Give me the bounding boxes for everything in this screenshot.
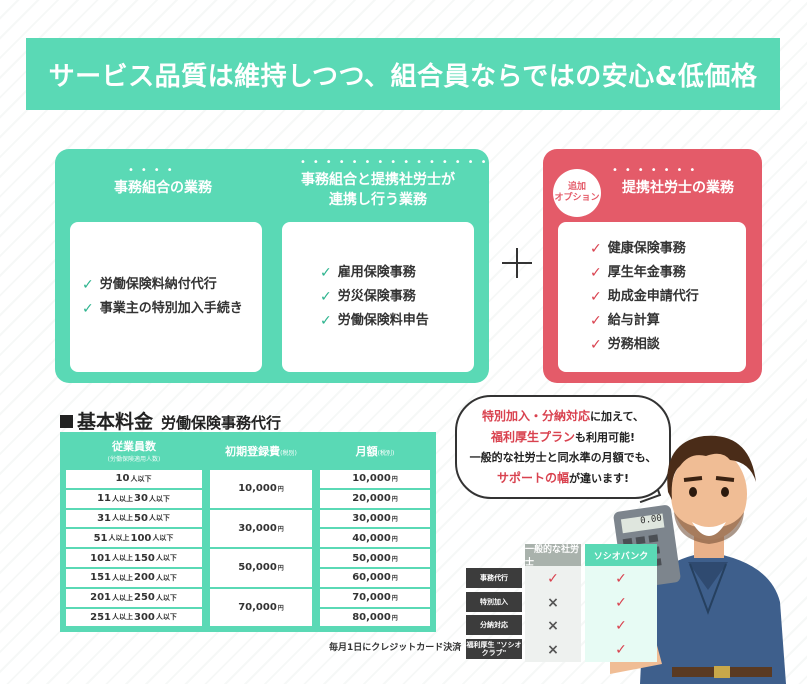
partner-tasks-card: ✓健康保険事務 ✓厚生年金事務 ✓助成金申請代行 ✓給与計算 ✓労務相談 bbox=[558, 222, 746, 372]
comparison-socio-column bbox=[585, 566, 657, 662]
emphasis-dots: ••••••• bbox=[612, 165, 703, 176]
list-item: ✓事業主の特別加入手続き bbox=[82, 297, 262, 321]
list-item: ✓健康保険事務 bbox=[590, 237, 746, 261]
cross-icon: × bbox=[547, 594, 559, 611]
cross-icon: × bbox=[547, 641, 559, 658]
check-icon: ✓ bbox=[82, 301, 94, 317]
list-item: ✓労働保険料申告 bbox=[320, 309, 474, 333]
list-item: ✓労務相談 bbox=[590, 333, 746, 357]
check-icon: ✓ bbox=[82, 277, 94, 293]
speech-bubble: 特別加入・分納対応に加えて、 福利厚生プランも利用可能! 一般的な社労士と同水準… bbox=[455, 395, 671, 499]
plus-icon bbox=[502, 248, 532, 278]
check-icon: ✓ bbox=[615, 641, 627, 658]
header-banner: サービス品質は維持しつつ、組合員ならではの安心&低価格 bbox=[26, 38, 780, 110]
check-icon: ✓ bbox=[590, 337, 602, 353]
fee-title: 基本料金 労働保険事務代行 bbox=[60, 407, 281, 434]
banner-title: サービス品質は維持しつつ、組合員ならではの安心&低価格 bbox=[48, 61, 758, 92]
list-item: ✓労働保険料納付代行 bbox=[82, 273, 262, 297]
check-icon: ✓ bbox=[320, 289, 332, 305]
column-header-employees: 従業員数 (労働保険適用人数) bbox=[107, 440, 161, 463]
union-tasks-heading: 事務組合の業務 bbox=[114, 180, 212, 196]
comparison-row-label: 特別加入 bbox=[466, 591, 522, 612]
list-item: ✓給与計算 bbox=[590, 309, 746, 333]
column-header-initial: 初期登録費(税別) bbox=[225, 445, 297, 458]
column-header-monthly: 月額(税別) bbox=[355, 445, 395, 458]
check-icon: ✓ bbox=[615, 571, 627, 587]
square-bullet-icon bbox=[60, 415, 73, 428]
check-icon: ✓ bbox=[320, 265, 332, 281]
check-icon: ✓ bbox=[615, 594, 627, 611]
list-item: ✓厚生年金事務 bbox=[590, 261, 746, 285]
check-icon: ✓ bbox=[590, 241, 602, 257]
comparison-header-socio: ソシオバンク bbox=[585, 544, 657, 566]
union-tasks-card: ✓労働保険料納付代行 ✓事業主の特別加入手続き bbox=[70, 222, 262, 372]
option-badge: 追加 オプション bbox=[553, 169, 601, 217]
cross-icon: × bbox=[547, 618, 559, 634]
emphasis-dots: •••• bbox=[128, 165, 180, 176]
check-icon: ✓ bbox=[590, 313, 602, 329]
payment-note: 毎月1日にクレジットカード決済 bbox=[329, 643, 462, 653]
check-icon: ✓ bbox=[615, 618, 627, 634]
check-icon: ✓ bbox=[547, 571, 559, 587]
comparison-general-column bbox=[525, 566, 581, 662]
joint-tasks-card: ✓雇用保険事務 ✓労災保険事務 ✓労働保険料申告 bbox=[282, 222, 474, 372]
emphasis-dots: •••••••••••••••• bbox=[300, 157, 507, 168]
list-item: ✓助成金申請代行 bbox=[590, 285, 746, 309]
check-icon: ✓ bbox=[590, 265, 602, 281]
partner-tasks-heading: 提携社労士の業務 bbox=[622, 180, 734, 196]
list-item: ✓雇用保険事務 bbox=[320, 261, 474, 285]
check-icon: ✓ bbox=[590, 289, 602, 305]
check-icon: ✓ bbox=[320, 313, 332, 329]
list-item: ✓労災保険事務 bbox=[320, 285, 474, 309]
comparison-header-general: 一般的な社労士 bbox=[525, 544, 581, 568]
comparison-row-label: 分納対応 bbox=[466, 615, 522, 635]
joint-tasks-heading: 事務組合と提携社労士が 連携し行う業務 bbox=[301, 172, 455, 208]
comparison-row-label: 事務代行 bbox=[466, 568, 522, 588]
comparison-row-label: 福利厚生 "ソシオクラブ" bbox=[466, 638, 522, 659]
